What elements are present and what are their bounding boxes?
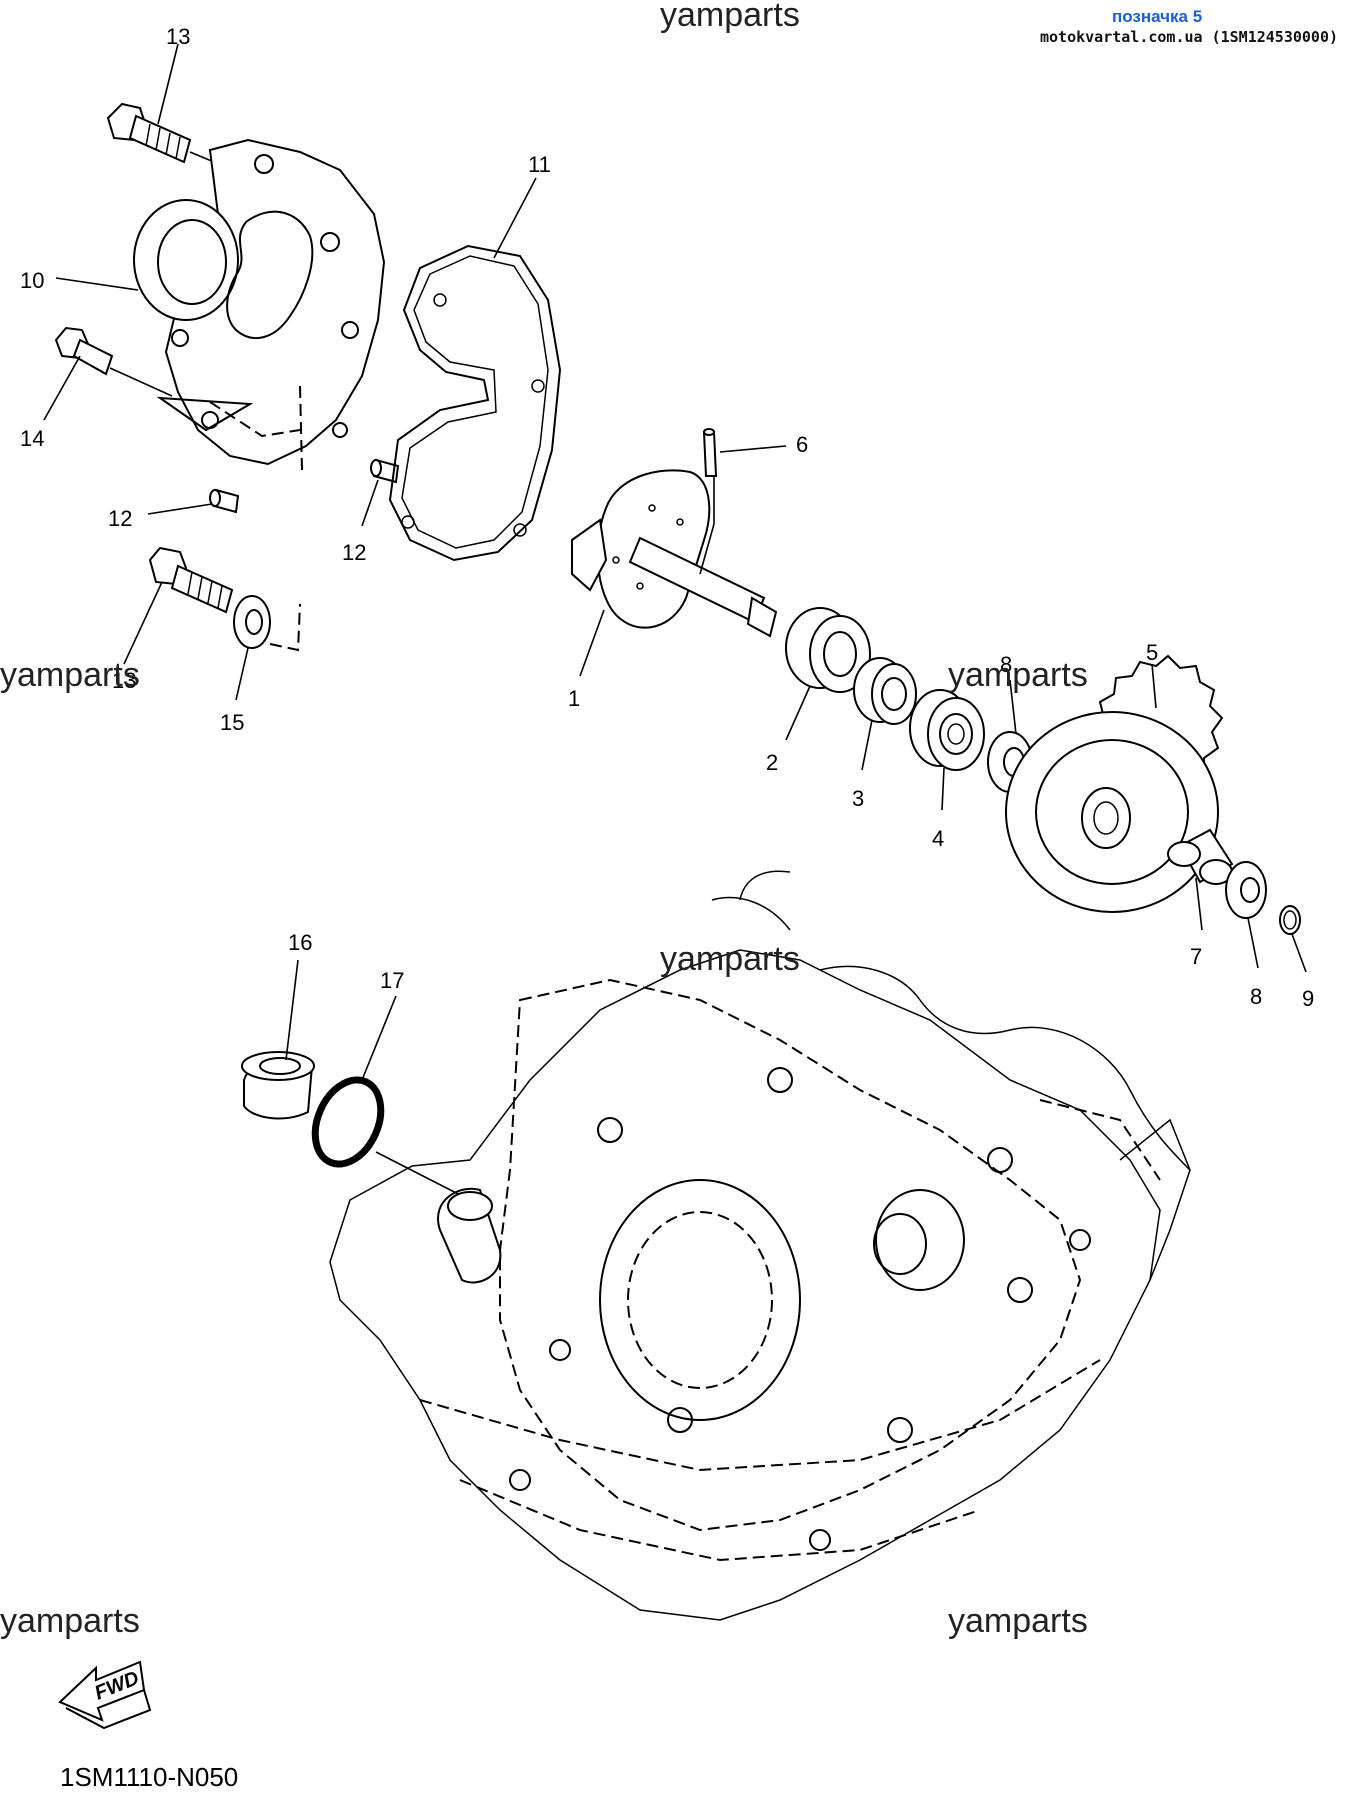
leader-16 bbox=[285, 959, 299, 1061]
part-4-bearing[interactable] bbox=[909, 689, 985, 771]
callout-4: 4 bbox=[932, 826, 944, 851]
watermark-bottom-right: yamparts bbox=[948, 1602, 1088, 1640]
callout-12a: 12 bbox=[108, 506, 132, 531]
leader-5 bbox=[1151, 663, 1157, 709]
callout-17: 17 bbox=[380, 968, 404, 993]
leader-15 bbox=[235, 647, 249, 701]
callout-12b: 12 bbox=[342, 540, 366, 565]
leader-14 bbox=[43, 355, 81, 421]
callout-5: 5 bbox=[1146, 640, 1158, 665]
leader-7 bbox=[1195, 877, 1203, 931]
leader-17 bbox=[361, 995, 397, 1081]
callout-9: 9 bbox=[1302, 986, 1314, 1011]
part-11-gasket[interactable] bbox=[388, 244, 562, 562]
callout-15: 15 bbox=[220, 710, 244, 735]
callout-11: 11 bbox=[528, 152, 551, 177]
watermark-top: yamparts bbox=[660, 0, 800, 34]
part-14-bolt[interactable] bbox=[54, 326, 173, 397]
part-7-collar[interactable] bbox=[1167, 828, 1234, 885]
part-15-washer[interactable] bbox=[233, 595, 301, 652]
leader-12a bbox=[147, 503, 213, 515]
leader-3 bbox=[861, 719, 873, 771]
fwd-arrow-icon: FWD bbox=[58, 1660, 152, 1730]
callout-13b: 13 bbox=[112, 668, 136, 693]
part-13-bolt-lower[interactable] bbox=[148, 546, 234, 614]
part-5-pump-gear[interactable] bbox=[1005, 654, 1224, 913]
part-1-impeller-shaft[interactable] bbox=[571, 444, 778, 638]
callout-1: 1 bbox=[568, 686, 580, 711]
leader-2 bbox=[785, 685, 811, 741]
part-8-washer-lower[interactable] bbox=[1225, 861, 1267, 919]
part-16-collar[interactable] bbox=[241, 1051, 315, 1120]
callout-10: 10 bbox=[20, 268, 44, 293]
leader-13b bbox=[123, 581, 163, 665]
leader-1 bbox=[579, 609, 605, 677]
callout-2: 2 bbox=[766, 750, 778, 775]
watermark-bottom-left: yamparts bbox=[0, 1602, 140, 1640]
part-3-oil-seal[interactable] bbox=[853, 657, 917, 725]
part-9-circlip[interactable] bbox=[1279, 905, 1301, 935]
callout-3: 3 bbox=[852, 786, 864, 811]
part-6-pin[interactable] bbox=[702, 428, 718, 477]
leader-10 bbox=[55, 277, 139, 291]
site-label: motokvartal.com.ua (1SM124530000) bbox=[1040, 28, 1338, 46]
leader-11 bbox=[493, 177, 537, 259]
part-13-bolt-upper[interactable] bbox=[106, 102, 215, 164]
leader-6 bbox=[719, 445, 787, 453]
leader-4 bbox=[941, 767, 945, 811]
part-12-dowel-left[interactable] bbox=[209, 488, 240, 514]
callout-7: 7 bbox=[1190, 944, 1202, 969]
part-2-bearing[interactable] bbox=[785, 607, 871, 693]
part-10-pump-cover[interactable] bbox=[133, 138, 386, 471]
callout-14: 14 bbox=[20, 426, 44, 451]
watermark-center: yamparts bbox=[660, 940, 800, 978]
callout-8b: 8 bbox=[1250, 984, 1262, 1009]
leader-13a bbox=[157, 43, 179, 125]
leader-8b bbox=[1247, 917, 1259, 969]
callout-8a: 8 bbox=[1000, 652, 1012, 677]
part-12-dowel-right[interactable] bbox=[370, 458, 400, 484]
callout-16: 16 bbox=[288, 930, 312, 955]
diagram-code: 1SM1110-N050 bbox=[60, 1762, 238, 1792]
watermark-mid-right: yamparts bbox=[948, 656, 1088, 694]
leader-9 bbox=[1291, 933, 1307, 973]
leader-12b bbox=[361, 479, 379, 527]
watermark-left: yamparts bbox=[0, 656, 140, 694]
marker-label[interactable]: позначка 5 bbox=[1112, 7, 1202, 26]
callout-6: 6 bbox=[796, 432, 808, 457]
callout-13a: 13 bbox=[166, 24, 190, 49]
leader-8a bbox=[1009, 679, 1017, 735]
crankcase-reference bbox=[329, 870, 1191, 1621]
